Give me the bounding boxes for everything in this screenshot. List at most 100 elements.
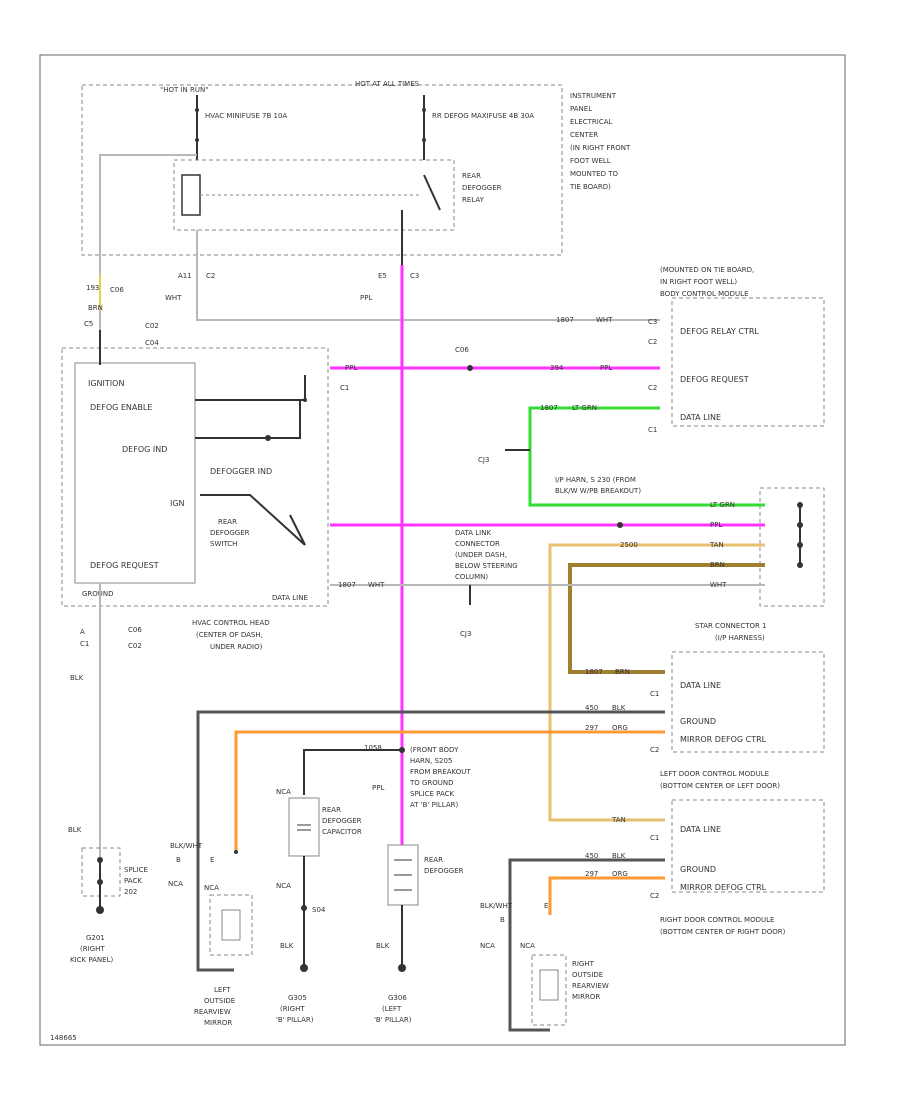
circ-1807-grn: 1807 <box>540 404 558 412</box>
conn-c02-top: C02 <box>145 322 159 330</box>
wire-ppl-top: PPL <box>360 294 372 302</box>
conn-nca-left: NCA <box>168 880 183 888</box>
defog-enable-label: DEFOG ENABLE <box>90 403 152 412</box>
wire-blk-cap: BLK <box>280 942 294 950</box>
conn-c03: CJ3 <box>478 456 489 464</box>
hvac-inner-box <box>74 362 196 584</box>
figure-id: 148665 <box>50 1034 77 1042</box>
conn-c5: C5 <box>84 320 93 328</box>
hvac-fuse-label: HVAC MINIFUSE 7B 10A <box>205 112 287 120</box>
conn-cj3-b: CJ3 <box>460 630 471 638</box>
conn-c2-rdm: C2 <box>650 892 659 900</box>
ign-label: IGN <box>170 499 185 508</box>
circ-1807-dlc: 1807 <box>338 581 356 589</box>
ip-harn-breakout-label: I/P HARN, S 230 (FROM BLK/W W/PB BREAKOU… <box>555 476 641 495</box>
rear-defogger-label: REAR DEFOGGER <box>424 856 464 875</box>
wire-ltgrn-bcm: LT GRN <box>572 404 597 412</box>
rear-defogger-capacitor <box>288 797 320 857</box>
rr-defog-fuse-label: RR DEFOG MAXIFUSE 4B 30A <box>432 112 534 120</box>
rear-defogger-capacitor-label: REAR DEFOGGER CAPACITOR <box>322 806 364 836</box>
body-control-module-box <box>671 297 825 427</box>
conn-c3-bcm: C3 <box>648 318 657 326</box>
wire-wht-star: WHT <box>710 581 727 589</box>
left-mirror-element <box>221 909 241 941</box>
conn-c1-hvac: C1 <box>340 384 349 392</box>
data-line-label-bcm: DATA LINE <box>680 413 721 422</box>
rear-defogger-relay-label: REAR DEFOGGER RELAY <box>462 172 504 204</box>
conn-b-left: B <box>176 856 181 864</box>
wire-blk-splice: BLK <box>68 826 82 834</box>
left-door-module-label: LEFT DOOR CONTROL MODULE (BOTTOM CENTER … <box>660 770 780 790</box>
right-door-module-box <box>671 799 825 893</box>
conn-c1-hvac-b: C1 <box>80 640 89 648</box>
circ-193: 193 <box>86 284 99 292</box>
wire-blk-hvac: BLK <box>70 674 84 682</box>
defog-request-hvac-label: DEFOG REQUEST <box>90 561 159 570</box>
wire-blk-defog: BLK <box>376 942 390 950</box>
right-mirror-element <box>539 969 559 1001</box>
conn-c1-rdm: C1 <box>650 834 659 842</box>
wire-blkwht-right: BLK/WHT <box>480 902 513 910</box>
conn-c02-hvac: C02 <box>128 642 142 650</box>
ip-electrical-center-box <box>81 84 563 256</box>
conn-e-right: E <box>544 902 548 910</box>
circ-1807-ldm: 1807 <box>585 668 603 676</box>
wire-blkwht-left: BLK/WHT <box>170 842 203 850</box>
wire-ppl-hvac: PPL <box>345 364 357 372</box>
circ-297-rdm: 297 <box>585 870 598 878</box>
defog-ind-label: DEFOG IND <box>122 445 167 454</box>
conn-nca-cap: NCA <box>276 788 291 796</box>
conn-c04-top: C04 <box>145 339 159 347</box>
conn-c1-bcm: C1 <box>648 426 657 434</box>
front-body-harn-label: (FRONT BODY HARN, S205 FROM BREAKOUT TO … <box>409 746 473 809</box>
wire-brn-1: BRN <box>88 304 103 312</box>
right-mirror-label: RIGHT OUTSIDE REARVIEW MIRROR <box>572 960 611 1001</box>
conn-c2-bcm-b: C2 <box>648 384 657 392</box>
conn-a11: A11 <box>178 272 192 280</box>
circ-1058: 1058 <box>364 744 382 752</box>
conn-nca-left-b: NCA <box>204 884 219 892</box>
circ-297: 297 <box>585 724 598 732</box>
conn-c2-ldm: C2 <box>650 746 659 754</box>
wire-blk-rdm: BLK <box>612 852 626 860</box>
hvac-control-head-box <box>61 347 329 607</box>
wire-brn-ldm: BRN <box>615 668 630 676</box>
conn-nca-right-b: NCA <box>520 942 535 950</box>
data-line-ldm: DATA LINE <box>680 681 721 690</box>
conn-c2-relay: C2 <box>206 272 215 280</box>
star-connector-box <box>759 487 825 607</box>
ip-electrical-center-label: INSTRUMENT PANEL ELECTRICAL CENTER (IN R… <box>569 92 633 191</box>
left-mirror-label: LEFT OUTSIDE REARVIEW MIRROR <box>194 986 237 1027</box>
wire-tan-star: TAN <box>709 541 724 549</box>
ground-ldm: GROUND <box>680 717 716 726</box>
hot-at-all-times-label: HOT AT ALL TIMES <box>355 80 420 88</box>
ground-hvac-label: GROUND <box>82 590 114 598</box>
ground-rdm: GROUND <box>680 865 716 874</box>
conn-c06-hvac: C06 <box>128 626 142 634</box>
rear-defogger-switch-label: REAR DEFOGGER SWITCH <box>210 518 252 548</box>
wire-org-ldm: ORG <box>612 724 628 732</box>
conn-c06-top: C06 <box>110 286 124 294</box>
rear-defogger-relay <box>173 159 455 231</box>
g306-label: G306 (LEFT 'B' PILLAR) <box>374 994 412 1024</box>
bcm-label: (MOUNTED ON TIE BOARD, IN RIGHT FOOT WEL… <box>660 266 756 298</box>
hot-in-run-label: "HOT IN RUN" <box>160 86 208 94</box>
right-door-module-label: RIGHT DOOR CONTROL MODULE (BOTTOM CENTER… <box>660 916 786 936</box>
g201-label: G201 (RIGHT KICK PANEL) <box>70 934 113 964</box>
left-mirror-box <box>209 894 253 956</box>
conn-e5: E5 <box>378 272 387 280</box>
wire-brn-star: BRN <box>710 561 725 569</box>
mirror-defog-ldm: MIRROR DEFOG CTRL <box>680 735 767 744</box>
conn-c2-bcm: C2 <box>648 338 657 346</box>
conn-c06-mid: C06 <box>455 346 469 354</box>
defog-request-label: DEFOG REQUEST <box>680 375 749 384</box>
relay-coil <box>181 174 201 216</box>
ignition-label: IGNITION <box>88 379 124 388</box>
conn-c3-top: C3 <box>410 272 419 280</box>
conn-a-hvac: A <box>80 628 85 636</box>
circ-394: 394 <box>550 364 564 372</box>
hvac-control-head-label: HVAC CONTROL HEAD (CENTER OF DASH, UNDER… <box>192 619 272 651</box>
conn-b-right: B <box>500 916 505 924</box>
wire-blk-ldm: BLK <box>612 704 626 712</box>
